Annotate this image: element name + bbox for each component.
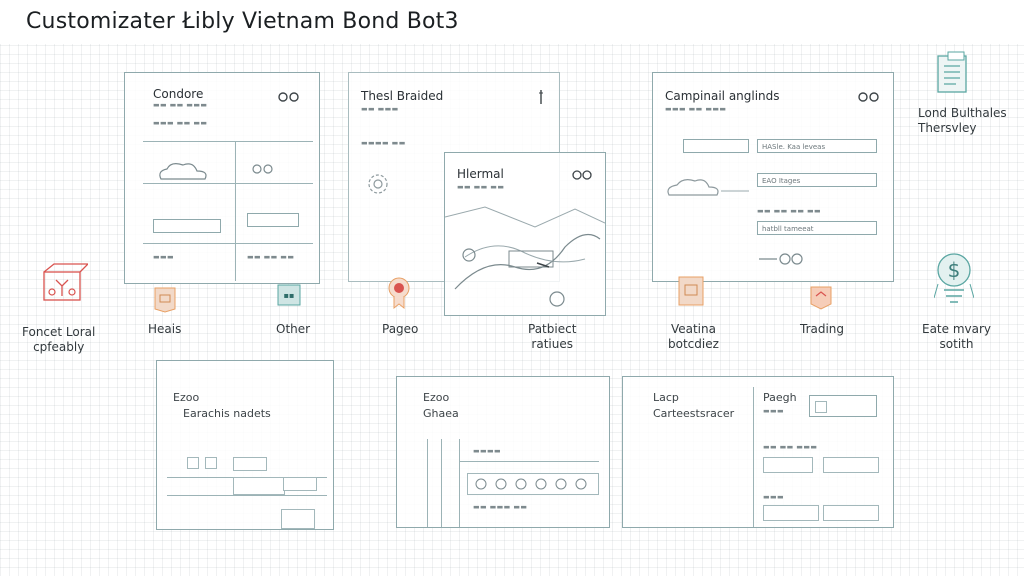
link-icon[interactable] xyxy=(571,169,593,181)
input-field[interactable] xyxy=(683,139,749,153)
node-label-trading: Trading xyxy=(800,322,845,336)
svg-text:$: $ xyxy=(948,258,961,282)
route-map-icon xyxy=(445,197,605,315)
panel-bottom-right: Lacp Carteestsracer Paegh ▬▬▬ ▬▬ ▬▬ ▬▬▬ … xyxy=(622,376,894,528)
panel-top-left-title: Condore xyxy=(153,87,204,101)
node-label-pageo: Pageo xyxy=(382,322,419,336)
divider xyxy=(167,495,327,496)
cell[interactable] xyxy=(233,457,267,471)
divider xyxy=(143,141,313,142)
link-icon[interactable] xyxy=(277,91,301,103)
panel-top-left: Condore ▬▬ ▬▬ ▬▬▬ ▬▬▬ ▬▬ ▬▬ ▬▬▬ ▬▬ ▬▬ ▬▬ xyxy=(124,72,320,284)
pageo-node-icon[interactable] xyxy=(386,276,412,310)
panel-bottom-right-title: Lacp xyxy=(653,391,679,404)
panel-bottom-left-title: Ezoo xyxy=(173,391,200,404)
divider xyxy=(753,387,754,527)
panel-overlay-caption: ▬▬ ▬▬ ▬▬ xyxy=(457,183,505,191)
veatina-node-icon[interactable] xyxy=(678,276,704,306)
input-field-tameeat[interactable]: hatbll tameeat xyxy=(757,221,877,235)
side-label-right-top: Lond Bulthales Thersvley xyxy=(918,106,1007,135)
pen-icon[interactable] xyxy=(537,89,545,105)
panel-caption: ▬▬ ▬▬▬ ▬▬ xyxy=(473,503,528,511)
cloud-icon xyxy=(471,476,595,492)
trading-node-icon[interactable] xyxy=(810,284,832,310)
node-label-patbiect: Patbiect ratiues xyxy=(528,322,577,351)
cell[interactable] xyxy=(763,505,819,521)
page-title: Customizater Łibly Vietnam Bond Bot3 xyxy=(26,9,459,34)
panel-bottom-right-side-label: Paegh xyxy=(763,391,797,404)
panel-top-left-caption: ▬▬ ▬▬ ▬▬▬ xyxy=(153,101,208,109)
document-icon xyxy=(934,50,970,96)
divider xyxy=(143,183,313,184)
panel-caption: ▬▬▬ xyxy=(763,493,785,501)
panel-caption: ▬▬ ▬▬ ▬▬▬ xyxy=(763,443,818,451)
title-band: Customizater Łibly Vietnam Bond Bot3 xyxy=(0,0,1024,44)
divider xyxy=(441,439,442,527)
side-label-right-bottom: Eate mvary sotith xyxy=(922,322,992,351)
input-field-kaa-leveas[interactable]: HASle. Kaa leveas xyxy=(757,139,877,153)
panel-bottom-mid-subtitle: Ghaea xyxy=(423,407,459,420)
panel-top-right-title: Campinail anglinds xyxy=(665,89,780,103)
cell[interactable] xyxy=(233,477,285,495)
cloud-icon xyxy=(661,173,751,201)
cell[interactable] xyxy=(281,509,315,529)
divider xyxy=(235,141,236,281)
panel-bottom-left: Ezoo Earachis nadets xyxy=(156,360,334,530)
panel-bottom-left-subtitle: Earachis nadets xyxy=(183,407,271,420)
network-cube-icon xyxy=(36,262,88,308)
panel-top-mid-overlay: Hlermal ▬▬ ▬▬ ▬▬ xyxy=(444,152,606,316)
side-label-left: Foncet Loral cpfeably xyxy=(22,325,96,354)
cell[interactable] xyxy=(823,457,879,473)
cell[interactable] xyxy=(187,457,199,469)
panel-top-right-caption-2: ▬▬ ▬▬ ▬▬ ▬▬ xyxy=(757,207,821,215)
dollar-lightbulb-icon: $ xyxy=(934,250,974,306)
other-node-icon[interactable]: ▪▪ xyxy=(277,284,301,306)
cell[interactable] xyxy=(283,477,317,491)
input-field[interactable] xyxy=(153,219,221,233)
panel-top-right: Campinail anglinds ▬▬▬ ▬▬ ▬▬▬ HASle. Kaa… xyxy=(652,72,894,282)
cell[interactable] xyxy=(815,401,827,413)
gear-icon xyxy=(363,169,393,199)
panel-caption: ▬▬ ▬▬ ▬▬ xyxy=(247,253,295,261)
cell[interactable] xyxy=(823,505,879,521)
panel-bottom-mid-title: Ezoo xyxy=(423,391,450,404)
panel-top-left-caption-2: ▬▬▬ ▬▬ ▬▬ xyxy=(153,119,208,127)
panel-top-mid-caption-2: ▬▬▬▬ ▬▬ xyxy=(361,139,406,147)
link-icon xyxy=(757,249,807,269)
link-icon[interactable] xyxy=(857,91,881,103)
divider xyxy=(143,243,313,244)
divider xyxy=(459,461,599,462)
panel-caption: ▬▬▬ xyxy=(763,407,785,415)
panel-top-mid-caption: ▬▬ ▬▬▬ xyxy=(361,105,399,113)
panel-caption: ▬▬▬ xyxy=(153,253,175,261)
cell[interactable] xyxy=(763,457,813,473)
input-field-eao-itages[interactable]: EAO Itages xyxy=(757,173,877,187)
cloud-icon xyxy=(155,159,211,183)
panel-overlay-title: Hlermal xyxy=(457,167,504,181)
heais-node-icon[interactable] xyxy=(154,285,176,313)
node-label-veatina: Veatina botcdiez xyxy=(668,322,719,351)
cell-row[interactable] xyxy=(467,473,599,495)
cell[interactable] xyxy=(205,457,217,469)
svg-text:▪▪: ▪▪ xyxy=(284,291,295,300)
node-label-other: Other xyxy=(276,322,311,336)
input-field[interactable] xyxy=(247,213,299,227)
panel-bottom-right-subtitle: Carteestsracer xyxy=(653,407,735,420)
divider xyxy=(427,439,428,527)
panel-top-mid-title: Thesl Braided xyxy=(361,89,444,103)
panel-caption: ▬▬▬▬ xyxy=(473,447,502,455)
divider xyxy=(459,439,460,527)
panel-top-right-caption: ▬▬▬ ▬▬ ▬▬▬ xyxy=(665,105,727,113)
panel-bottom-mid: Ezoo Ghaea ▬▬▬▬ ▬▬ ▬▬▬ ▬▬ xyxy=(396,376,610,528)
link-icon xyxy=(251,163,275,175)
node-label-heais: Heais xyxy=(148,322,182,336)
